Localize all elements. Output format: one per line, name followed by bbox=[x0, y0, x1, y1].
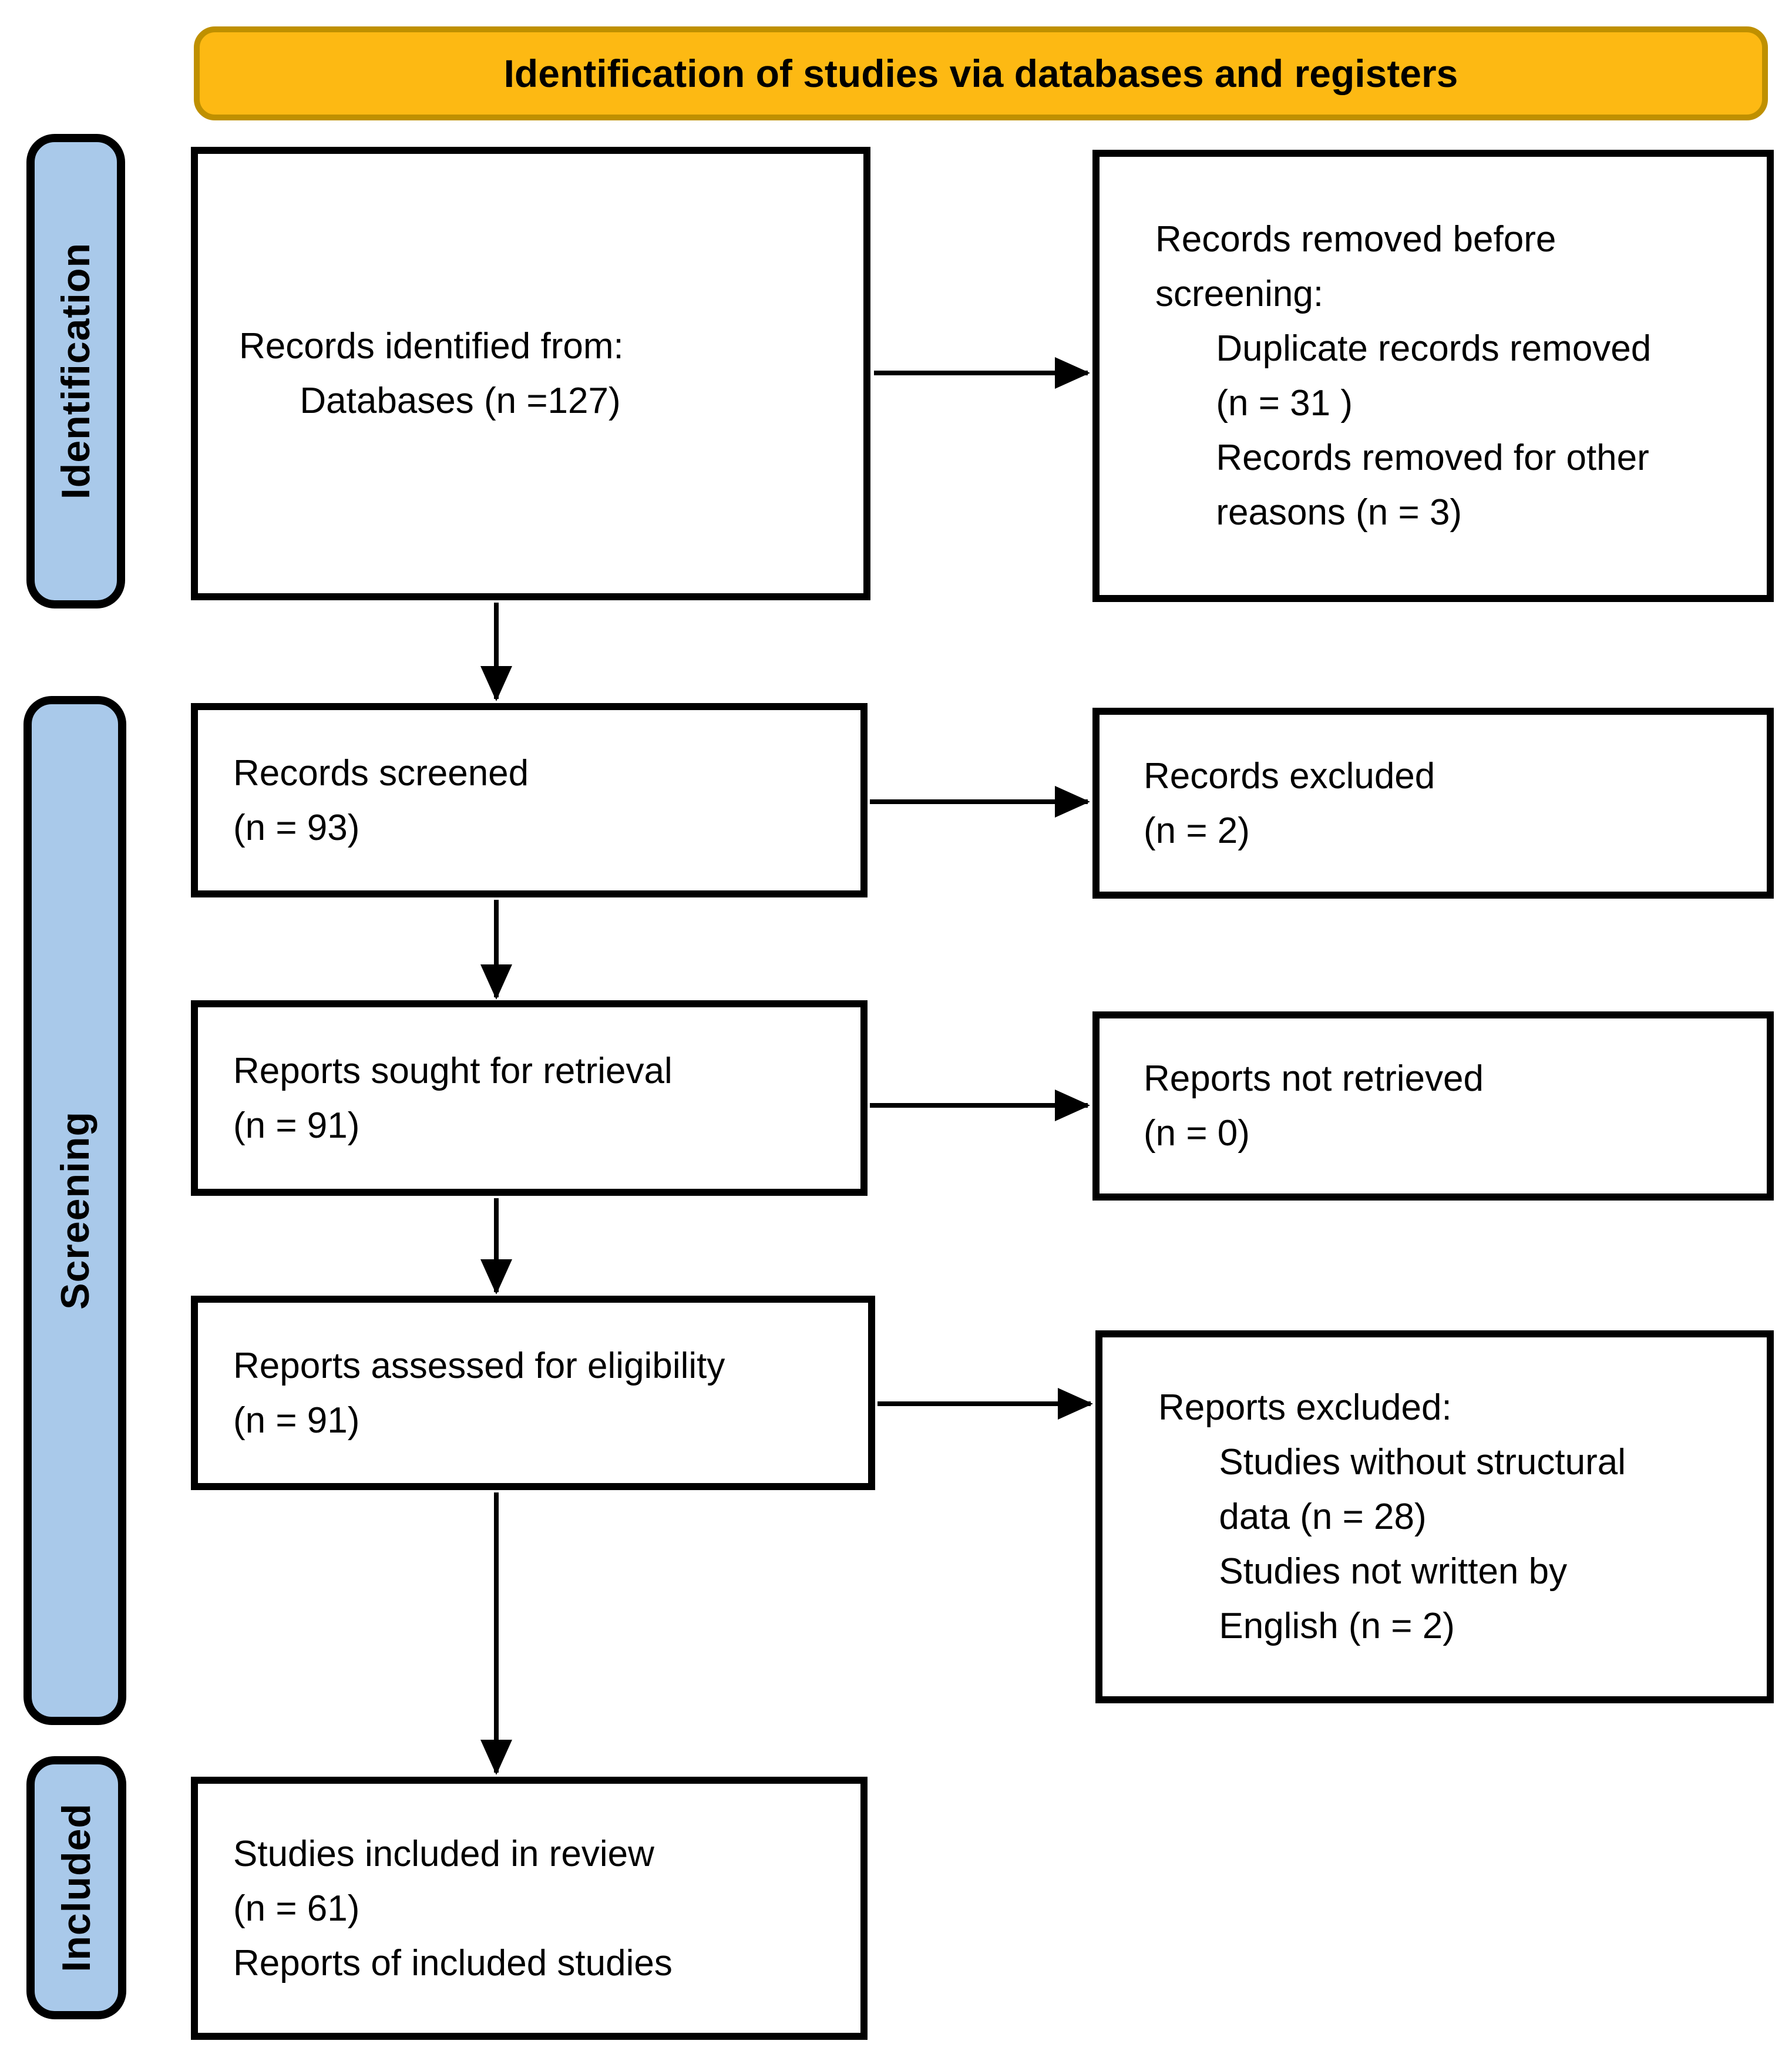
box-records-removed-text: Records removed before screening: Duplic… bbox=[1155, 219, 1652, 533]
box-studies-included: Studies included in review (n = 61) Repo… bbox=[191, 1777, 868, 2040]
sidebar-label-screening: Screening bbox=[23, 696, 126, 1725]
box-reports-sought: Reports sought for retrieval (n = 91) bbox=[191, 1000, 868, 1196]
box-records-screened-text: Records screened (n = 93) bbox=[233, 752, 529, 848]
sidebar-label-screening-text: Screening bbox=[52, 1111, 97, 1310]
box-reports-not-retrieved: Reports not retrieved (n = 0) bbox=[1092, 1011, 1774, 1201]
box-records-excluded-text: Records excluded (n = 2) bbox=[1144, 755, 1435, 851]
box-records-identified: Records identified from: Databases (n =1… bbox=[191, 147, 870, 600]
box-reports-assessed-text: Reports assessed for eligibility (n = 91… bbox=[233, 1345, 725, 1441]
sidebar-label-included-text: Included bbox=[54, 1803, 99, 1972]
banner-title-text: Identification of studies via databases … bbox=[503, 52, 1458, 95]
box-reports-excluded: Reports excluded: Studies without struct… bbox=[1095, 1330, 1774, 1703]
sidebar-label-included: Included bbox=[26, 1756, 126, 2019]
box-records-screened: Records screened (n = 93) bbox=[191, 703, 868, 897]
box-reports-assessed: Reports assessed for eligibility (n = 91… bbox=[191, 1296, 875, 1490]
sidebar-label-identification-text: Identification bbox=[53, 243, 98, 500]
box-records-identified-text: Records identified from: Databases (n =1… bbox=[239, 326, 624, 421]
banner-title: Identification of studies via databases … bbox=[194, 26, 1768, 120]
box-records-removed: Records removed before screening: Duplic… bbox=[1092, 150, 1774, 602]
box-records-excluded: Records excluded (n = 2) bbox=[1092, 708, 1774, 899]
sidebar-label-identification: Identification bbox=[26, 134, 125, 608]
box-reports-not-retrieved-text: Reports not retrieved (n = 0) bbox=[1144, 1058, 1484, 1154]
box-reports-sought-text: Reports sought for retrieval (n = 91) bbox=[233, 1050, 673, 1146]
box-reports-excluded-text: Reports excluded: Studies without struct… bbox=[1158, 1387, 1626, 1646]
box-studies-included-text: Studies included in review (n = 61) Repo… bbox=[233, 1833, 673, 1983]
